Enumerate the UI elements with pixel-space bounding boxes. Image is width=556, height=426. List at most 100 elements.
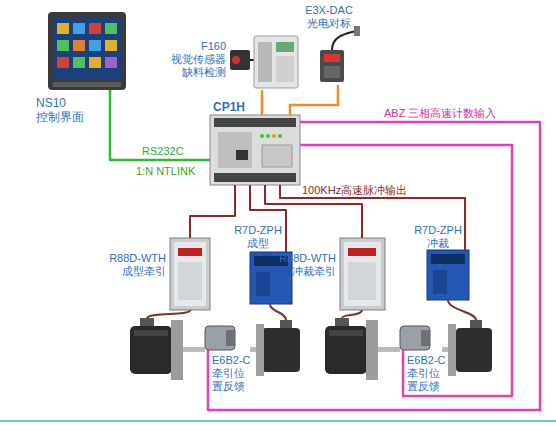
bottom-rule — [0, 420, 556, 422]
signal-wire — [290, 85, 338, 115]
hmi-panel — [57, 23, 69, 34]
servo-driver — [174, 242, 206, 306]
device-node: R88D-WTH 冲裁牵引 — [340, 238, 385, 310]
photo-sensor — [332, 31, 356, 50]
plc-unit — [260, 134, 264, 138]
servo-motor — [130, 326, 172, 374]
plc-unit — [266, 134, 270, 138]
vision-sensor — [230, 36, 298, 88]
device-node: R7D-ZPH 冲裁 — [427, 250, 469, 300]
small-motor — [470, 320, 482, 328]
photo-sensor — [324, 66, 340, 78]
signal-wire — [190, 185, 235, 238]
hmi-panel — [57, 57, 69, 68]
servo-driver — [348, 248, 376, 256]
servo-motor — [134, 330, 168, 336]
signal-wire — [300, 145, 512, 396]
device-node: E6B2-C 牵引位置反馈 — [400, 326, 430, 350]
plc-unit — [278, 134, 282, 138]
encoder — [205, 326, 235, 350]
hmi-panel — [89, 23, 101, 34]
signal-label: ABZ 三相高速计数输入 — [384, 107, 496, 120]
servo-driver — [348, 262, 376, 300]
blue-driver — [256, 272, 270, 296]
hmi-panel — [48, 12, 126, 90]
device-label: CP1H — [213, 100, 263, 114]
plc-unit — [210, 115, 300, 185]
plc-unit — [210, 115, 300, 185]
device-label: R7D-ZPH 成型 — [232, 224, 284, 250]
signal-wire — [208, 122, 540, 410]
vision-sensor — [232, 56, 240, 64]
servo-motor — [140, 318, 154, 326]
vision-sensor — [254, 36, 298, 88]
servo-motor — [329, 330, 363, 336]
encoder — [205, 326, 430, 350]
vision-sensor — [250, 59, 254, 61]
servo-motor — [130, 318, 400, 380]
encoder — [226, 330, 235, 346]
hmi-panel — [89, 40, 101, 51]
hmi-panel — [53, 82, 121, 87]
servo-driver — [178, 248, 202, 256]
blue-driver — [250, 250, 469, 304]
hmi-panel — [105, 23, 117, 34]
blue-driver — [431, 254, 465, 264]
servo-driver — [170, 238, 385, 310]
device-node: CP1H — [210, 115, 300, 185]
servo-motor — [325, 326, 367, 374]
blue-driver — [427, 250, 469, 300]
device-node: NS10 控制界面 — [48, 12, 126, 90]
plc-unit — [214, 118, 296, 127]
small-motor — [280, 320, 292, 328]
device-node: R88D-WTH 成型牵引 — [170, 238, 210, 310]
signal-label: 1:N NTLINK — [136, 165, 195, 178]
device-label: F160 视觉传感器 缺料检测 — [164, 40, 226, 79]
signal-label: 100KHz高速脉冲输出 — [302, 184, 407, 197]
plc-unit — [214, 173, 296, 182]
small-motor — [456, 328, 492, 372]
servo-motor — [335, 318, 349, 326]
servo-driver — [340, 238, 385, 310]
encoder — [400, 326, 430, 350]
vision-sensor — [258, 42, 272, 82]
small-motor — [250, 347, 256, 352]
hmi-panel — [48, 12, 126, 90]
signal-label: RS232C — [142, 145, 184, 158]
hmi-panel — [73, 57, 85, 68]
signal-wire — [280, 185, 465, 250]
small-motor — [250, 320, 492, 376]
vision-sensor — [276, 42, 294, 52]
servo-motor — [366, 320, 378, 380]
device-node: F160 视觉传感器 缺料检测 — [228, 35, 300, 90]
motor-cable — [270, 304, 286, 320]
encoder — [421, 330, 430, 346]
device-node: E3X-DAC 光电对标 — [318, 30, 360, 85]
device-label: NS10 控制界面 — [36, 96, 92, 124]
small-motor — [256, 324, 264, 376]
device-label: R88D-WTH 冲裁牵引 — [272, 252, 336, 278]
servo-motor — [183, 347, 205, 352]
device-node: E6B2-C 牵引位置反馈 — [205, 326, 235, 350]
photo-sensor — [320, 26, 360, 82]
hmi-panel — [105, 57, 117, 68]
hmi-panel — [53, 17, 121, 79]
device-label: R88D-WTH 成型牵引 — [102, 252, 166, 278]
servo-motor — [378, 347, 400, 352]
blue-driver — [433, 270, 447, 294]
small-motor — [262, 328, 300, 372]
signal-wire — [261, 90, 264, 115]
hmi-panel — [73, 40, 85, 51]
vision-sensor — [276, 56, 294, 82]
photo-sensor — [324, 54, 340, 62]
photo-sensor — [320, 50, 344, 82]
photo-sensor — [354, 26, 360, 36]
motor-cable — [448, 300, 476, 320]
motor-cable — [342, 310, 362, 318]
motor-cable — [147, 310, 190, 318]
device-label: E6B2-C 牵引位置反馈 — [212, 354, 254, 393]
bottom-rule — [0, 421, 556, 422]
